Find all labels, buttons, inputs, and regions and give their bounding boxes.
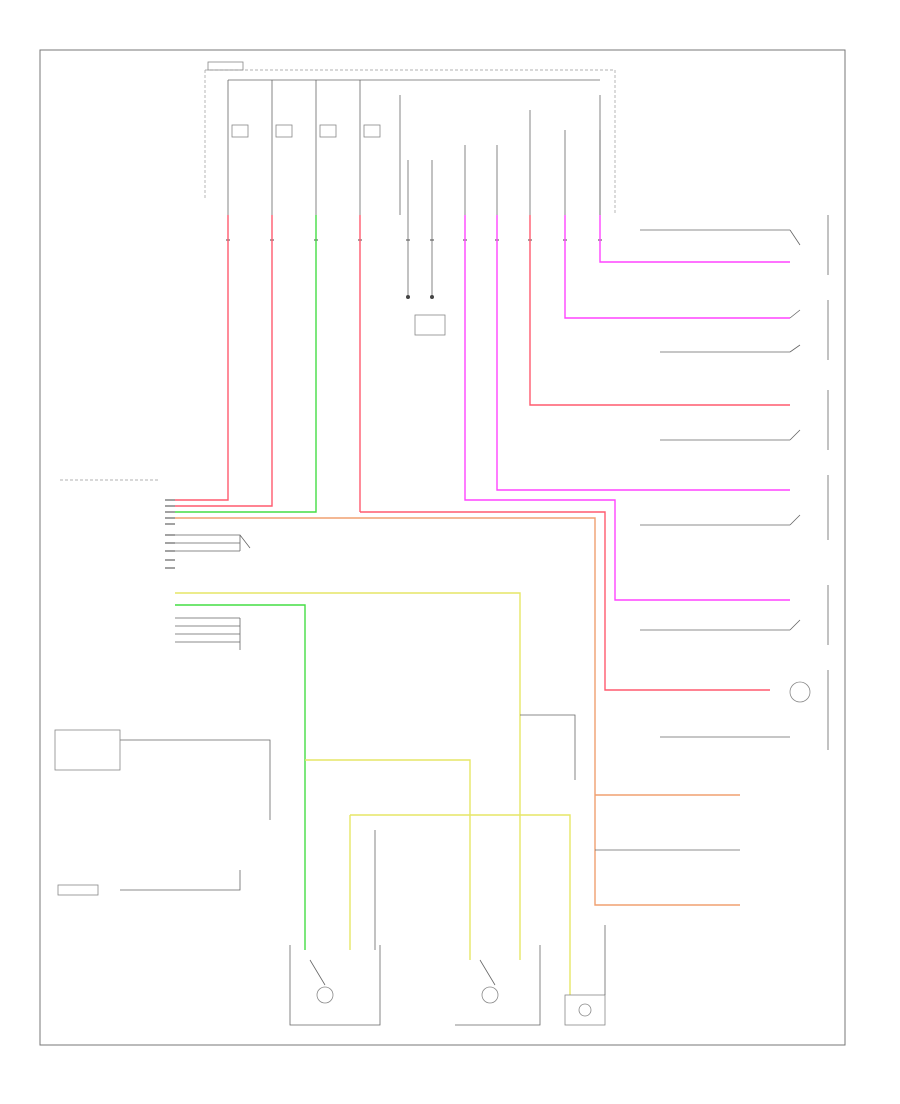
junction-box-label-block xyxy=(207,61,244,71)
ground-label-block xyxy=(414,314,446,336)
red-wire-2 xyxy=(175,215,273,507)
ground-stubs xyxy=(407,215,433,295)
lamp-housing-left xyxy=(289,945,381,1026)
pink-wire-2 xyxy=(564,215,790,319)
fuse-2 xyxy=(275,124,293,138)
right-switch-group xyxy=(789,215,829,750)
yellow-wire-3 xyxy=(350,814,571,995)
ground-dot-1 xyxy=(406,295,410,299)
red-wire-3-run xyxy=(360,511,770,691)
pink-wire-3 xyxy=(496,215,790,491)
ground-bundle xyxy=(175,534,251,552)
diagram-frame xyxy=(39,49,846,1046)
left-connector-pins xyxy=(165,499,175,569)
red-wire-4 xyxy=(529,215,790,406)
junction-box-outline xyxy=(204,69,616,215)
orange-wire-1 xyxy=(175,517,740,906)
lamp-housing-small xyxy=(564,925,606,1026)
switch-box xyxy=(57,884,99,896)
fuse-4 xyxy=(363,124,381,138)
switch-wire xyxy=(120,870,241,891)
pink-wire-4 xyxy=(464,215,790,601)
lamp-housing-right xyxy=(455,945,541,1026)
green-wire-2 xyxy=(175,604,306,950)
fuse-feeds xyxy=(227,80,361,215)
red-wire-1 xyxy=(175,215,229,501)
green-wire-1 xyxy=(175,215,317,513)
gray-wire-8 xyxy=(520,714,576,780)
left-lower-pins xyxy=(175,617,240,643)
control-module-box xyxy=(54,729,121,771)
control-module-wire xyxy=(120,739,271,820)
module-pins xyxy=(407,110,601,215)
fuse-3 xyxy=(319,124,337,138)
module-box-sides xyxy=(399,95,601,215)
fuse-1 xyxy=(231,124,249,138)
yellow-wire-2 xyxy=(305,759,471,960)
yellow-wire-1 xyxy=(175,592,521,960)
pink-wire-1 xyxy=(599,215,790,263)
ground-dot-2 xyxy=(430,295,434,299)
